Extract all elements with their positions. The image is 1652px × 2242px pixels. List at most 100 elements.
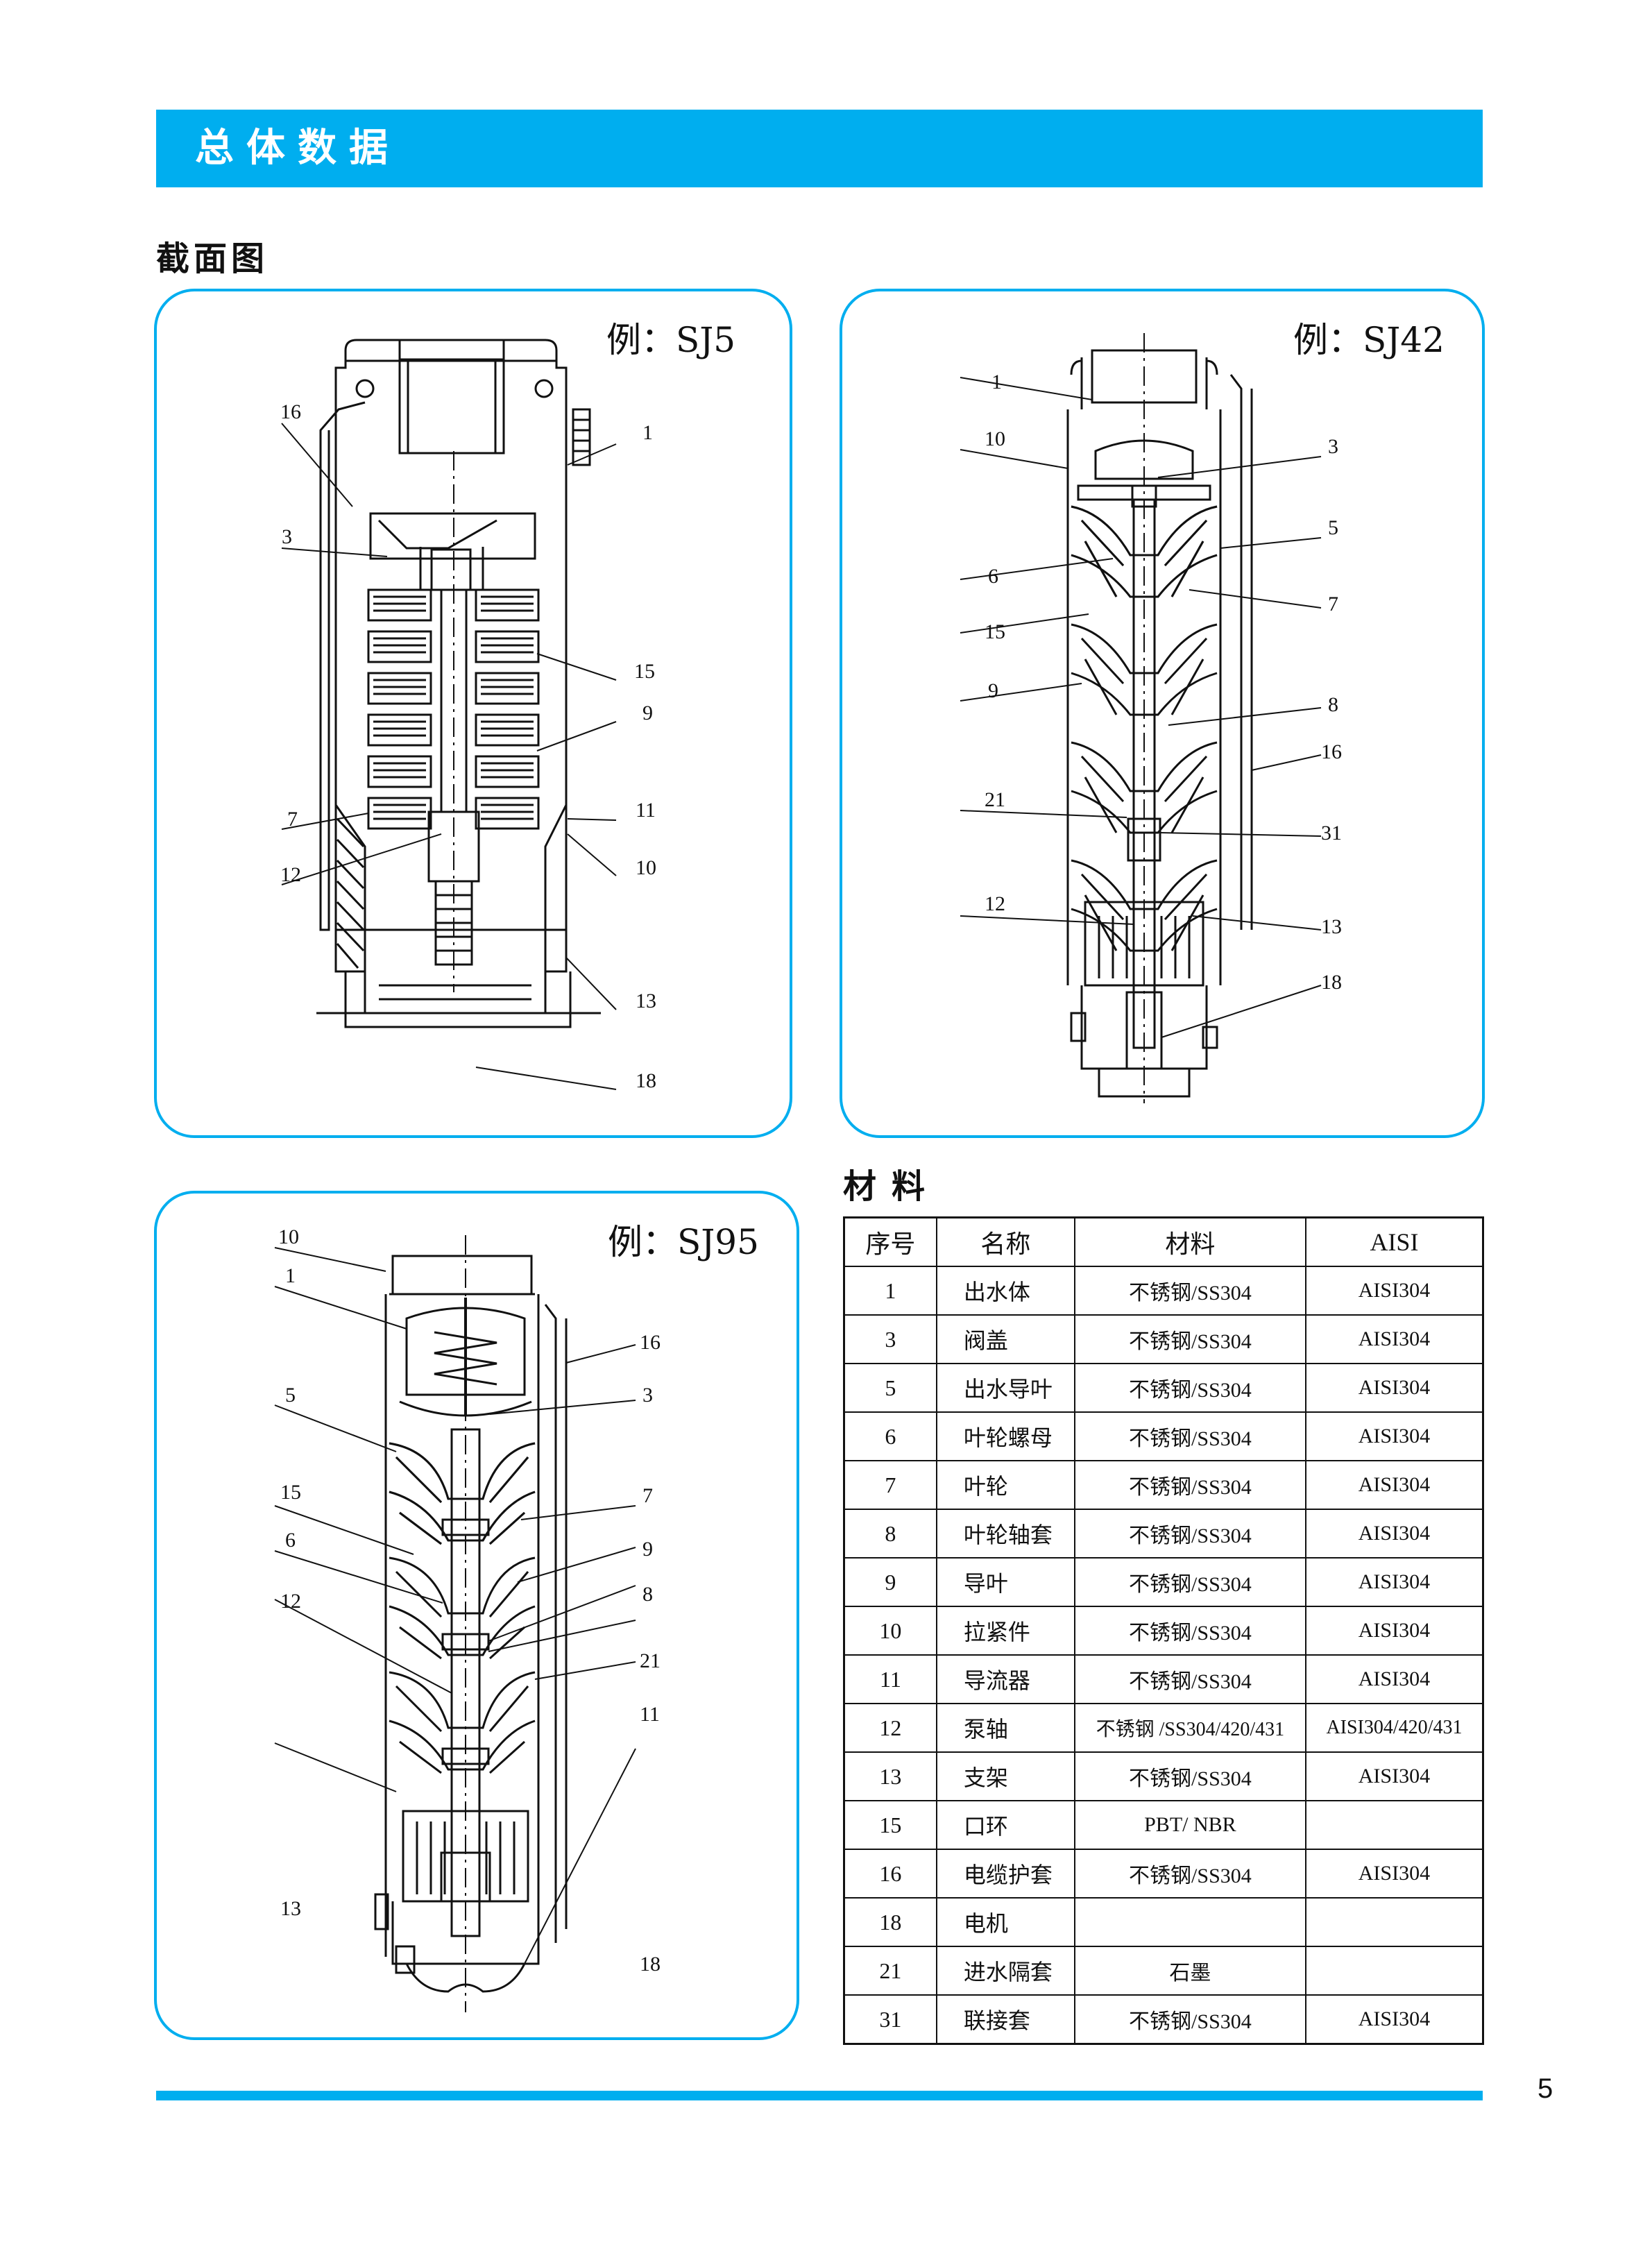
sj42-callout: 31 bbox=[1321, 822, 1342, 844]
table-cell: 支架 bbox=[935, 1751, 1075, 1801]
sj95-callout: 7 bbox=[642, 1484, 653, 1507]
table-cell: AISI304 bbox=[1304, 1606, 1484, 1656]
table-cell bbox=[1304, 1946, 1484, 1996]
sj95-callout: 21 bbox=[640, 1649, 661, 1672]
table-cell: 不锈钢/SS304 bbox=[1073, 1314, 1306, 1364]
table-cell: 电缆护套 bbox=[935, 1849, 1075, 1899]
sj5-callout: 10 bbox=[636, 856, 656, 879]
table-cell: AISI304 bbox=[1304, 1509, 1484, 1559]
sj5-callout: 12 bbox=[280, 863, 301, 886]
sj95-callout: 15 bbox=[280, 1481, 301, 1504]
table-cell: 不锈钢/SS304 bbox=[1073, 1266, 1306, 1316]
table-cell: 不锈钢/SS304 bbox=[1073, 1994, 1306, 2045]
table-cell: 叶轮轴套 bbox=[935, 1509, 1075, 1559]
sj5-callout: 16 bbox=[280, 400, 301, 423]
sj5-callout: 1 bbox=[642, 421, 653, 444]
table-cell: 导叶 bbox=[935, 1557, 1075, 1607]
column-header: 名称 bbox=[935, 1216, 1075, 1267]
sj42-callout: 1 bbox=[991, 371, 1002, 393]
sj42-callout: 15 bbox=[985, 620, 1005, 643]
sj5-callout: 13 bbox=[636, 990, 656, 1012]
sj42-callout: 21 bbox=[985, 788, 1005, 811]
table-cell: 不锈钢 /SS304/420/431 bbox=[1073, 1703, 1306, 1753]
table-cell: AISI304 bbox=[1304, 1460, 1484, 1510]
table-cell: AISI304 bbox=[1304, 1363, 1484, 1413]
table-cell: 叶轮螺母 bbox=[935, 1411, 1075, 1461]
sj42-callout: 10 bbox=[985, 427, 1005, 450]
table-cell: 石墨 bbox=[1073, 1946, 1306, 1996]
page-title: 总体数据 bbox=[195, 126, 400, 171]
table-cell: 叶轮 bbox=[935, 1460, 1075, 1510]
table-cell: 导流器 bbox=[935, 1654, 1075, 1704]
panel-sj42-example: 例：SJ42 bbox=[1293, 320, 1445, 360]
table-cell: 拉紧件 bbox=[935, 1606, 1075, 1656]
sj5-callout: 7 bbox=[287, 808, 298, 831]
table-cell bbox=[1304, 1800, 1484, 1850]
sj95-callout: 1 bbox=[285, 1264, 296, 1287]
table-cell: 联接套 bbox=[935, 1994, 1075, 2045]
table-cell: 11 bbox=[843, 1654, 937, 1704]
table-cell: 16 bbox=[843, 1849, 937, 1899]
sj42-callout: 3 bbox=[1328, 435, 1338, 458]
sj5-callout: 3 bbox=[282, 525, 292, 548]
table-cell: 9 bbox=[843, 1557, 937, 1607]
table-cell: AISI304 bbox=[1304, 1411, 1484, 1461]
table-cell: 不锈钢/SS304 bbox=[1073, 1460, 1306, 1510]
table-cell: 6 bbox=[843, 1411, 937, 1461]
table-cell: 不锈钢/SS304 bbox=[1073, 1606, 1306, 1656]
table-cell bbox=[1304, 1897, 1484, 1947]
sj42-callout: 13 bbox=[1321, 915, 1342, 938]
table-cell: 31 bbox=[843, 1994, 937, 2045]
table-header-row: 序号 名称 材料 AISI bbox=[843, 1216, 1484, 1267]
table-cell: 10 bbox=[843, 1606, 937, 1656]
table-cell: 出水导叶 bbox=[935, 1363, 1075, 1413]
table-cell: 不锈钢/SS304 bbox=[1073, 1509, 1306, 1559]
table-cell: 出水体 bbox=[935, 1266, 1075, 1316]
sj42-callout: 7 bbox=[1328, 593, 1338, 615]
table-cell: 不锈钢/SS304 bbox=[1073, 1411, 1306, 1461]
table-cell: 不锈钢/SS304 bbox=[1073, 1849, 1306, 1899]
table-cell bbox=[1073, 1897, 1306, 1947]
table-cell: 不锈钢/SS304 bbox=[1073, 1363, 1306, 1413]
table-cell: 7 bbox=[843, 1460, 937, 1510]
table-cell: 进水隔套 bbox=[935, 1946, 1075, 1996]
table-cell: 电机 bbox=[935, 1897, 1075, 1947]
sj5-callout: 9 bbox=[642, 702, 653, 724]
sj42-callout: 8 bbox=[1328, 693, 1338, 716]
sj42-cross-section-drawing: 1 10 3 5 6 7 15 9 8 16 21 31 12 13 18 bbox=[960, 333, 1342, 1103]
sj95-callout: 10 bbox=[278, 1225, 299, 1248]
sj95-callout: 6 bbox=[285, 1529, 296, 1552]
table-cell: AISI304 bbox=[1304, 1314, 1484, 1364]
sj95-callout: 18 bbox=[640, 1953, 661, 1976]
table-cell: 不锈钢/SS304 bbox=[1073, 1557, 1306, 1607]
sj42-callout: 5 bbox=[1328, 516, 1338, 539]
sj42-callout: 6 bbox=[988, 565, 998, 588]
table-cell: AISI304 bbox=[1304, 1557, 1484, 1607]
column-header: AISI bbox=[1304, 1216, 1484, 1267]
table-cell: AISI304/420/431 bbox=[1304, 1703, 1484, 1753]
table-cell: 3 bbox=[843, 1314, 937, 1364]
table-cell: 18 bbox=[843, 1897, 937, 1947]
panel-sj42: 例：SJ42 bbox=[840, 289, 1485, 1138]
panel-sj95: 例：SJ95 bbox=[154, 1191, 799, 2040]
table-cell: 12 bbox=[843, 1703, 937, 1753]
sj95-callout: 8 bbox=[642, 1583, 653, 1606]
sj5-callout: 18 bbox=[636, 1069, 656, 1092]
sj5-cross-section-drawing: 16 1 3 15 9 7 11 12 10 13 18 bbox=[280, 339, 656, 1092]
table-cell: 8 bbox=[843, 1509, 937, 1559]
table-cell: 21 bbox=[843, 1946, 937, 1996]
sj42-callout: 16 bbox=[1321, 740, 1342, 763]
table-cell: 不锈钢/SS304 bbox=[1073, 1654, 1306, 1704]
table-cell: 5 bbox=[843, 1363, 937, 1413]
page-number: 5 bbox=[1538, 2073, 1553, 2104]
